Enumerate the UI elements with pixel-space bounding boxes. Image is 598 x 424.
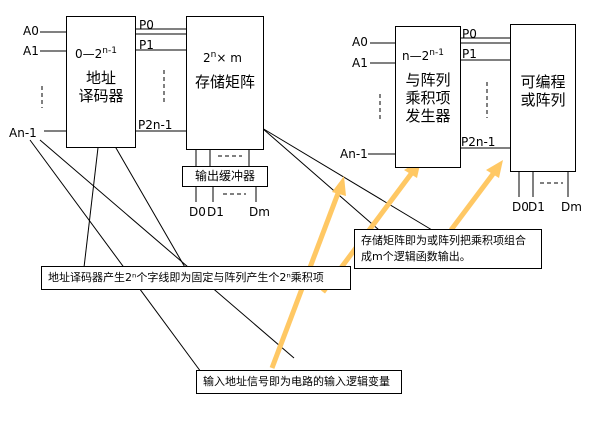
decoder-label-1: 地址: [85, 69, 116, 87]
decoder-range: 0—2n-1: [75, 46, 117, 61]
memory-size: 2n× m: [203, 50, 242, 65]
input-label-an1: An-1: [9, 126, 37, 140]
output-label-dm: Dm: [249, 205, 270, 219]
output-label-d0: D0: [189, 205, 206, 219]
memory-label: 存储矩阵: [194, 73, 255, 91]
buffer-label: 输出缓冲器: [194, 169, 255, 183]
pla-word-label-p0: P0: [462, 27, 477, 41]
input-label-a0: A0: [23, 24, 39, 38]
decoder-label-2: 译码器: [78, 87, 124, 105]
callout-memory: 存储矩阵即为或阵列把乘积项组合成m个逻辑函数输出。: [354, 229, 542, 269]
pla-output-label-d0: D0: [512, 200, 529, 214]
equiv-arrow-memory: [449, 168, 498, 232]
pla-word-label-p1: P1: [462, 47, 477, 61]
and-array-label-1: 与阵列: [405, 71, 451, 89]
word-line-label-plast: P2n-1: [138, 118, 173, 132]
pla-output-label-d1: D1: [528, 200, 545, 214]
callout-input: 输入地址信号即为电路的输入逻辑变量: [196, 370, 402, 394]
and-array-block: n—2n-1 与阵列 乘积项 发生器: [395, 26, 461, 168]
leader-memory-2: [261, 127, 433, 231]
or-array-label-2: 或阵列: [520, 91, 566, 109]
output-buffer-block: 输出缓冲器: [182, 166, 268, 187]
equiv-arrowhead-memory: [486, 160, 503, 178]
leader-input-2: [39, 139, 295, 359]
storage-matrix-block: 2n× m 存储矩阵: [186, 16, 264, 150]
leader-memory-1: [261, 127, 380, 231]
equiv-arrowhead-input: [332, 176, 346, 196]
and-array-label-2: 乘积项: [405, 89, 451, 107]
and-array-label-3: 发生器: [405, 107, 451, 125]
word-line-label-p0: P0: [139, 18, 154, 32]
output-label-d1: D1: [207, 205, 224, 219]
pla-word-label-plast: P2n-1: [461, 135, 496, 149]
pla-input-label-a0: A0: [352, 35, 368, 49]
input-label-a1: A1: [23, 44, 39, 58]
pla-input-label-an1: An-1: [340, 147, 368, 161]
or-array-block: 可编程 或阵列: [510, 24, 576, 172]
and-array-range: n—2n-1: [402, 48, 444, 63]
pla-input-label-a1: A1: [352, 56, 368, 70]
pla-output-label-dm: Dm: [561, 200, 582, 214]
callout-decoder: 地址译码器产生2ⁿ个字线即为固定与阵列产生个2ⁿ乘积项: [41, 266, 351, 290]
or-array-label-1: 可编程: [520, 73, 566, 91]
address-decoder-block: 0—2n-1 地址 译码器: [66, 16, 136, 148]
word-line-label-p1: P1: [139, 38, 154, 52]
leader-input-1: [29, 139, 202, 373]
